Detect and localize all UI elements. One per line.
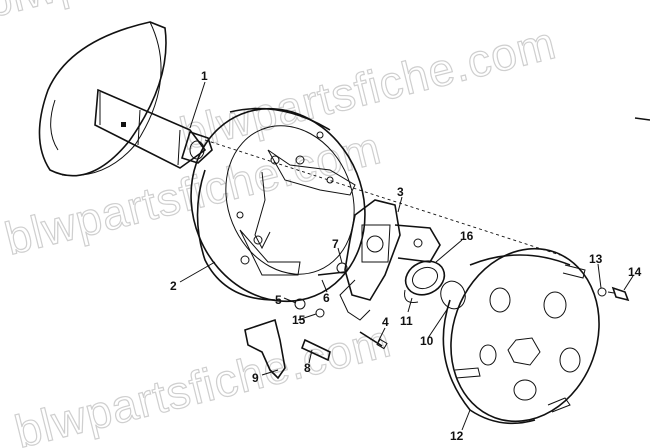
part-3-spider-assembly <box>339 199 441 321</box>
part-12-cover <box>442 247 600 425</box>
callout-12: 12 <box>450 429 464 443</box>
callout-1: 1 <box>201 69 208 83</box>
callout-7: 7 <box>332 237 339 251</box>
callout-3: 3 <box>397 185 404 199</box>
callout-5: 5 <box>275 293 282 307</box>
callout-4: 4 <box>382 315 389 329</box>
callout-9: 9 <box>252 371 259 385</box>
callout-labels: 1 2 3 4 5 6 7 8 9 10 11 12 13 14 15 16 <box>170 69 642 443</box>
callout-13: 13 <box>589 252 603 266</box>
callout-6: 6 <box>323 291 330 305</box>
callout-16: 16 <box>460 229 474 243</box>
callout-8: 8 <box>304 361 311 375</box>
edge-mark <box>634 117 650 121</box>
callout-11: 11 <box>400 314 413 328</box>
part-2-movable-sheave <box>190 107 366 303</box>
part-14-bolt <box>607 286 630 302</box>
part-1-drive-sheave <box>38 21 213 177</box>
part-8-pin <box>300 338 331 362</box>
part-9-bracket <box>244 318 286 380</box>
assembly-axis-line <box>204 139 561 256</box>
part-5-nut <box>294 298 306 310</box>
part-15-washer <box>315 308 325 318</box>
callout-2: 2 <box>170 279 177 293</box>
part-13-washer <box>597 287 607 297</box>
callout-15: 15 <box>292 313 306 327</box>
watermark-text: blwpartsfiche.com <box>0 0 366 28</box>
callout-10: 10 <box>420 334 434 348</box>
watermark-group: blwpartsfiche.com blwpartsfiche.com blwp… <box>0 0 562 448</box>
part-16-bushing <box>404 260 446 303</box>
leader-lines <box>179 81 634 431</box>
callout-14: 14 <box>628 265 642 279</box>
watermark-text: blwpartsfiche.com <box>10 314 396 448</box>
